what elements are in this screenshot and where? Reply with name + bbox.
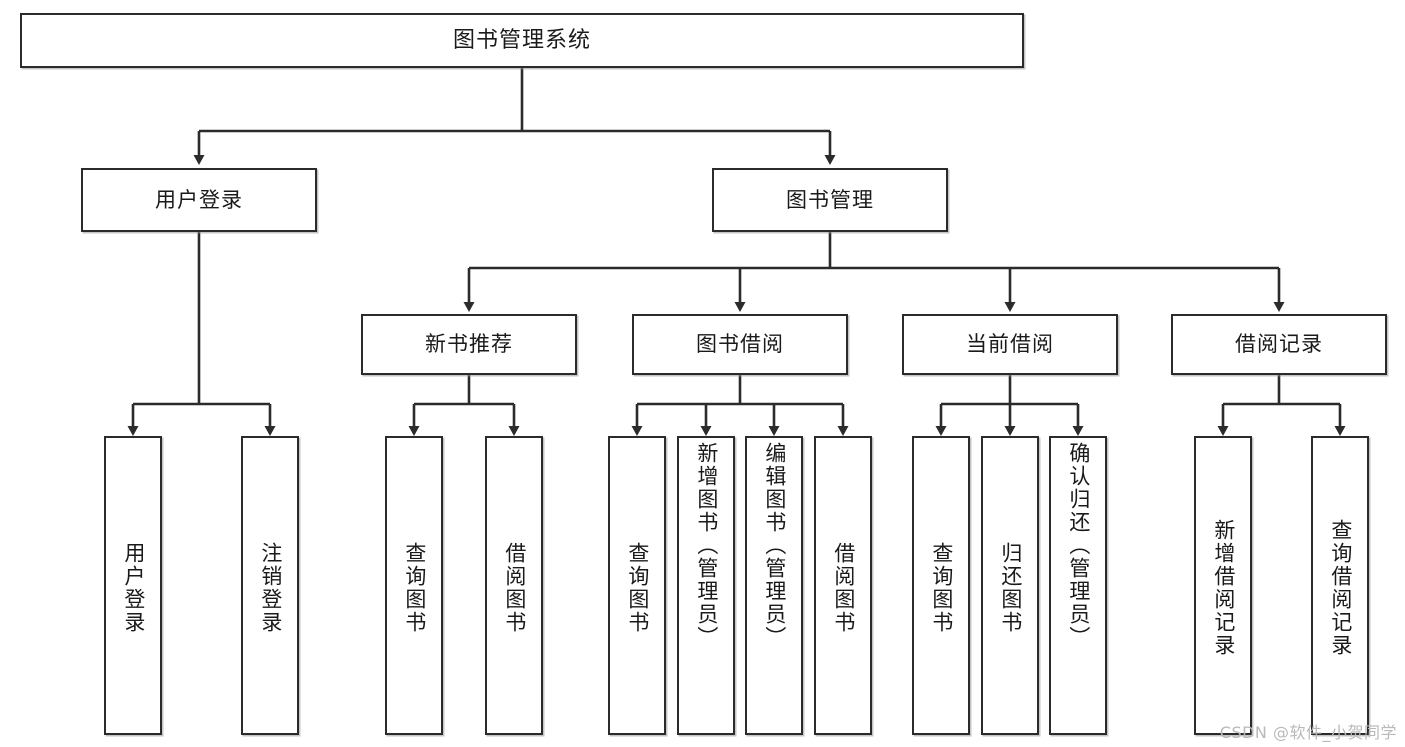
node-label: 新书推荐 <box>425 332 513 357</box>
leaf-logout[interactable]: 注销登录 <box>241 436 299 735</box>
edges-userlogin-to-leaves <box>127 232 276 436</box>
node-label: 新增图书（管理员） <box>694 442 719 649</box>
leaf-return-book[interactable]: 归还图书 <box>981 436 1039 735</box>
node-label: 用户登录 <box>155 187 243 212</box>
node-borrow-record[interactable]: 借阅记录 <box>1171 314 1387 375</box>
leaf-borrow-book[interactable]: 借阅图书 <box>814 436 872 735</box>
leaf-query-book-borrow[interactable]: 查询图书 <box>608 436 666 735</box>
node-current-borrow[interactable]: 当前借阅 <box>902 314 1118 375</box>
csdn-watermark: CSDN @软件_小贺同学 <box>1219 723 1397 742</box>
node-label: 图书管理 <box>786 187 874 212</box>
leaf-query-book-current[interactable]: 查询图书 <box>912 436 970 735</box>
leaf-add-book-admin[interactable]: 新增图书（管理员） <box>677 436 735 735</box>
leaf-user-login[interactable]: 用户登录 <box>104 436 162 735</box>
node-book-management-system[interactable]: 图书管理系统 <box>20 13 1024 68</box>
edges-booklist-to-level3 <box>463 232 1285 312</box>
leaf-confirm-return-admin[interactable]: 确认归还（管理员） <box>1049 436 1107 735</box>
node-label: 借阅记录 <box>1235 332 1323 357</box>
node-label: 新增借阅记录 <box>1211 518 1236 657</box>
leaf-query-borrow-record[interactable]: 查询借阅记录 <box>1311 436 1369 735</box>
node-book-management[interactable]: 图书管理 <box>712 168 948 232</box>
leaf-add-borrow-record[interactable]: 新增借阅记录 <box>1194 436 1252 735</box>
node-label: 图书借阅 <box>696 332 784 357</box>
node-book-borrow[interactable]: 图书借阅 <box>632 314 848 375</box>
edges-newbook-to-leaves <box>408 375 520 436</box>
node-label: 确认归还（管理员） <box>1066 442 1091 649</box>
node-label: 查询图书 <box>929 541 954 634</box>
node-label: 注销登录 <box>258 541 283 634</box>
node-label: 当前借阅 <box>966 332 1054 357</box>
leaf-edit-book-admin[interactable]: 编辑图书（管理员） <box>745 436 803 735</box>
edges-currentborrow-to-leaves <box>935 375 1084 436</box>
node-label: 查询图书 <box>402 541 427 634</box>
edges-bookborrow-to-leaves <box>631 375 849 436</box>
edges-borrowrecord-to-leaves <box>1217 375 1346 436</box>
node-new-book-recommend[interactable]: 新书推荐 <box>361 314 577 375</box>
node-label: 查询图书 <box>625 541 650 634</box>
node-label: 查询借阅记录 <box>1328 518 1353 657</box>
node-label: 借阅图书 <box>831 541 856 634</box>
node-label: 归还图书 <box>998 541 1023 634</box>
leaf-query-book-recommend[interactable]: 查询图书 <box>385 436 443 735</box>
leaf-borrow-book-recommend[interactable]: 借阅图书 <box>485 436 543 735</box>
edges-root-to-level2 <box>193 68 836 165</box>
node-label: 用户登录 <box>121 541 146 634</box>
node-label: 借阅图书 <box>502 541 527 634</box>
node-user-login[interactable]: 用户登录 <box>81 168 317 232</box>
node-label: 图书管理系统 <box>452 27 591 53</box>
node-label: 编辑图书（管理员） <box>762 442 787 649</box>
